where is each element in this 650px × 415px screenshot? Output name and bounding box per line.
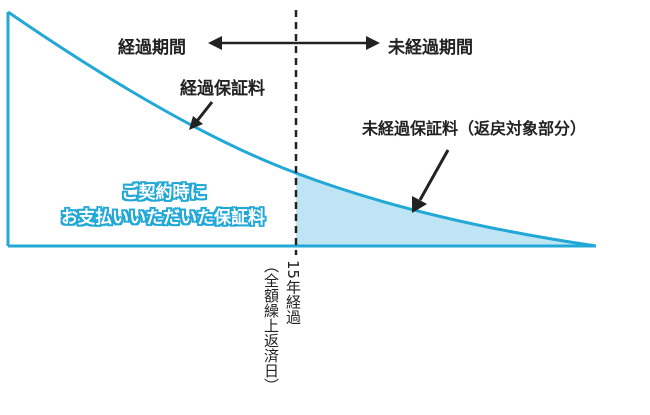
unelapsed-fee-pointer-line: [418, 149, 450, 201]
period-arrow-right-head: [366, 36, 380, 50]
full-prepayment-date-label: （全額繰上返済日）: [262, 258, 280, 393]
unelapsed-fee-pointer-head: [412, 196, 427, 213]
elapsed-period-label: 経過期間: [118, 38, 186, 58]
unelapsed-period-label: 未経過期間: [388, 38, 473, 58]
paid-at-contract-line2: お支払いいただいた保証料: [61, 208, 265, 228]
elapsed-fee-label: 経過保証料: [180, 79, 265, 99]
period-arrow-left-head: [208, 36, 222, 50]
fifteen-years-elapsed-label: 15年経過: [284, 260, 302, 325]
elapsed-fee-pointer-line: [195, 101, 214, 122]
unelapsed-fee-area: [296, 173, 596, 246]
paid-at-contract-line1: ご契約時に: [121, 183, 207, 203]
elapsed-fee-pointer-head: [189, 116, 203, 130]
unelapsed-fee-label: 未経過保証料（返戻対象部分）: [362, 119, 587, 138]
